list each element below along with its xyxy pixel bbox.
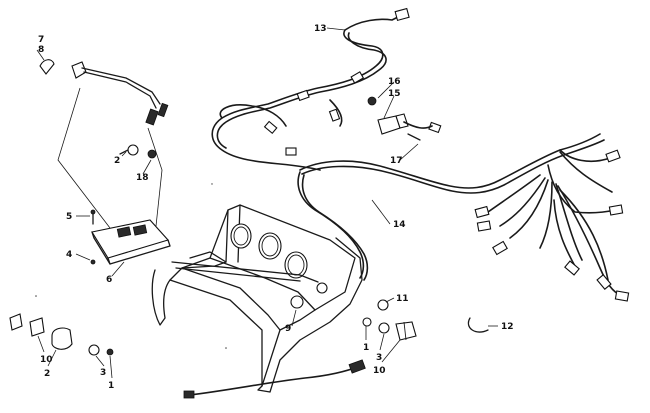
callout-2-lower: 2 [44,369,50,379]
fasteners-lower-right [362,299,417,341]
connector-r7 [596,274,612,290]
callout-4: 4 [66,250,72,260]
leader-lines [36,27,498,379]
callout-10-left: 10 [40,355,53,365]
callout-13: 13 [314,24,327,34]
callout-8: 8 [38,45,44,55]
scan-specks [35,183,227,349]
connector-loop-e [285,147,297,156]
connector-loop-d [328,108,341,122]
callout-3-lower: 3 [100,368,106,378]
callout-10-right: 10 [373,366,386,376]
callout-1-right: 1 [363,343,369,353]
switch-9 [290,295,304,309]
callout-7: 7 [38,35,44,45]
connector-loop-a [350,71,365,84]
connector-r4 [476,220,492,232]
callout-1-lower: 1 [108,381,114,391]
connector-bottom-left [183,390,195,399]
connector-r6 [564,260,580,276]
callout-2-upper: 2 [114,156,120,166]
harness-connectors [183,7,630,399]
callout-labels: 7 8 13 16 15 2 18 17 14 5 4 6 11 9 12 1 … [38,24,514,391]
callout-3-right: 3 [376,353,382,363]
dash-panel [151,204,363,393]
callout-15: 15 [388,89,401,99]
callout-17: 17 [390,156,403,166]
connector-loop-b [296,89,310,102]
connector-r2 [608,204,624,216]
switch-plate [57,87,171,265]
connector-top [394,7,410,22]
connector-r3 [474,205,490,219]
wiring-harness [189,15,623,396]
key-switch-assembly [39,59,169,126]
connector-bottom [348,359,366,374]
regulator-assembly [367,96,433,141]
connector-r5 [492,240,508,256]
callout-14: 14 [393,220,406,230]
callout-6: 6 [106,275,112,285]
ring-clamp [467,317,489,333]
gauge-right [284,251,308,279]
connector-r8 [614,290,630,302]
connector-mid [428,121,442,134]
fasteners-upper [119,144,157,159]
fasteners-lower-left [9,313,114,356]
callout-5: 5 [66,212,72,222]
gauge-center [258,232,282,260]
callout-9: 9 [285,324,291,334]
callout-18: 18 [136,173,149,183]
callout-11: 11 [396,294,409,304]
callout-12: 12 [501,322,514,332]
callout-16: 16 [388,77,401,87]
connector-loop-c [263,120,278,135]
connector-r1 [605,149,621,163]
